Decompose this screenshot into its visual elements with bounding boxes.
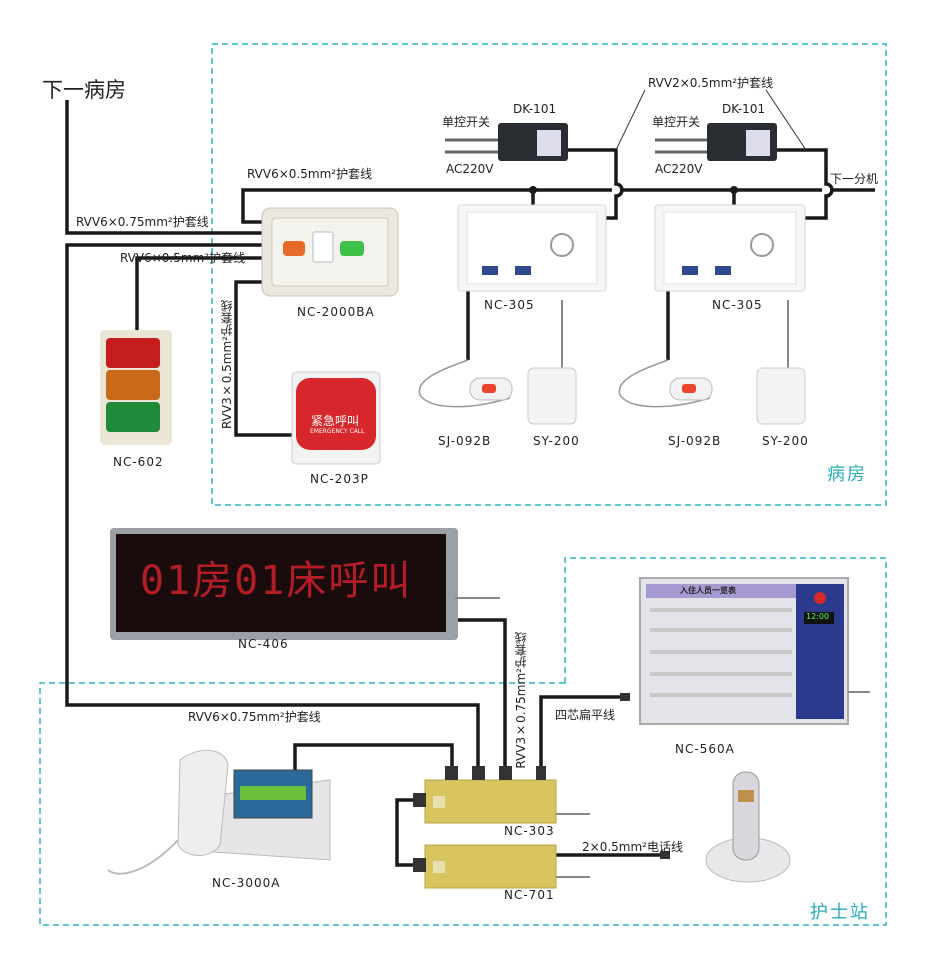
device-label: NC-406 — [238, 637, 289, 651]
sj092b-handset — [618, 359, 713, 408]
nc602-corridor-light — [100, 330, 172, 445]
sy200-pull-switch — [527, 300, 577, 425]
nc560a-patient-board — [639, 577, 849, 725]
device-label: NC-602 — [113, 455, 164, 469]
power-label: AC220V — [446, 162, 494, 176]
sy200-pull-switch — [756, 300, 806, 425]
nc2000ba-device — [261, 207, 399, 297]
cable-label: 四芯扁平线 — [555, 708, 616, 722]
nc3000a-master-station — [107, 749, 331, 875]
device-label: SY-200 — [762, 434, 809, 448]
power-label: AC220V — [655, 162, 703, 176]
nurse-station-zone-label: 护士站 — [810, 902, 870, 923]
model-label: DK-101 — [513, 102, 557, 116]
cable-label: 2×0.5mm²电话线 — [582, 840, 683, 854]
device-label: SJ-092B — [438, 434, 492, 448]
wires — [65, 100, 875, 867]
cable-label: RVV6×0.75mm²护套线 — [76, 215, 209, 229]
device-label: NC-560A — [675, 742, 735, 756]
model-label: DK-101 — [722, 102, 766, 116]
cordless-telephone — [705, 771, 791, 883]
led-display-text: 01房01床呼叫 — [140, 558, 413, 604]
ward-zone-label: 病房 — [827, 464, 867, 485]
cable-label: RVV6×0.5mm²护套线 — [120, 251, 246, 265]
next-unit-label: 下一分机 — [830, 172, 879, 186]
nc406-led-display — [110, 528, 500, 640]
cable-label: RVV6×0.5mm²护套线 — [247, 167, 373, 181]
sj092b-handset — [418, 359, 513, 408]
nc305-bedside-unit — [457, 204, 607, 292]
device-label: NC-203P — [310, 472, 369, 486]
device-label: SJ-092B — [668, 434, 722, 448]
device-label: NC-305 — [484, 298, 535, 312]
next-ward-label: 下一病房 — [42, 78, 126, 102]
nc701-gateway — [424, 844, 557, 889]
switch-label: 单控开关 — [652, 115, 701, 129]
nc203p-emergency-button — [291, 371, 381, 465]
emergency-call-subtext: EMERGENCY CALL — [310, 428, 365, 435]
cable-label: RVV6×0.75mm²护套线 — [188, 710, 321, 724]
device-label: NC-2000BA — [297, 305, 375, 319]
nc305-bedside-unit — [654, 204, 806, 292]
device-label: NC-3000A — [212, 876, 281, 890]
device-label: NC-701 — [504, 888, 555, 902]
switch-label: 单控开关 — [442, 115, 491, 129]
board-clock: 12:00 — [806, 612, 830, 621]
device-label: NC-305 — [712, 298, 763, 312]
nc303-host — [424, 779, 557, 824]
cable-label: RVV3×0.75mm²护套线 — [514, 632, 528, 769]
device-label: NC-303 — [504, 824, 555, 838]
cable-label: RVV3×0.5mm²护套线 — [220, 300, 234, 430]
dk101-switch-box — [498, 123, 568, 161]
dk101-switch-box — [707, 123, 777, 161]
device-label: SY-200 — [533, 434, 580, 448]
emergency-call-text: 紧急呼叫 — [311, 414, 360, 428]
board-title: 入住人员一览表 — [680, 586, 736, 595]
cable-label: RVV2×0.5mm²护套线 — [648, 76, 774, 90]
ward-zone-border — [211, 43, 887, 506]
nurse-station-zone-border — [39, 557, 887, 926]
